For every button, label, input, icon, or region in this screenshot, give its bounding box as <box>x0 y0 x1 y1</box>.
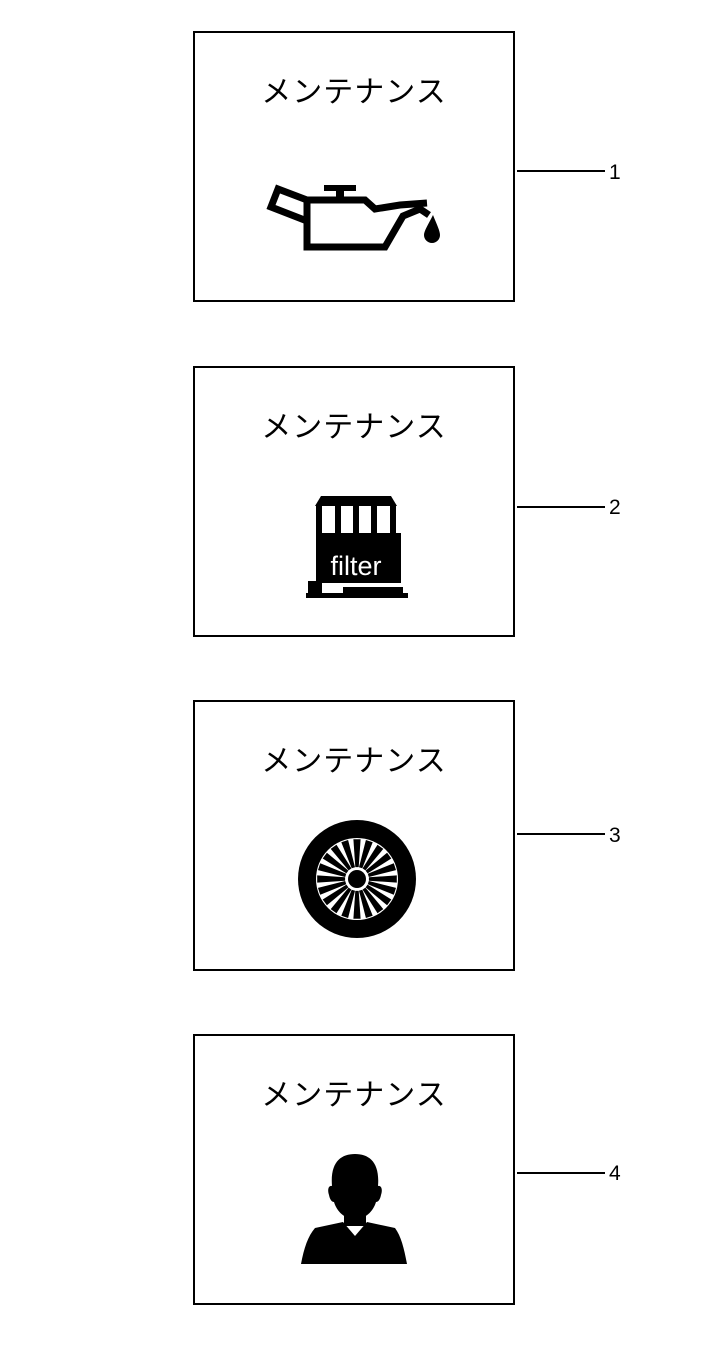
tire-spoke <box>330 844 352 871</box>
callout-number: 4 <box>609 1162 621 1185</box>
tire-spoke <box>330 887 352 914</box>
maintenance-panel-filter: メンテナンス filter <box>193 366 515 637</box>
tire-spoke <box>341 840 355 869</box>
oil-can-icon <box>266 184 440 251</box>
tire-spoke <box>359 840 373 869</box>
leader-line <box>517 833 605 835</box>
tire-spoke <box>353 890 361 919</box>
tire-spoke <box>341 889 355 918</box>
tire-spoke <box>317 875 346 883</box>
panel-title: メンテナンス <box>261 1078 447 1113</box>
tire-spoke <box>368 875 397 883</box>
leader-line <box>517 506 605 508</box>
tire-spoke <box>318 881 347 895</box>
tire-spoke <box>322 884 349 906</box>
filter-label: filter <box>330 551 381 581</box>
tire-icon <box>298 820 416 938</box>
panel-title: メンテナンス <box>261 75 447 110</box>
maintenance-panel-oil: メンテナンス <box>193 31 515 302</box>
maintenance-panel-person: メンテナンス <box>193 1034 515 1305</box>
callout-number: 3 <box>609 824 621 847</box>
tire-spoke <box>318 863 347 877</box>
filter-icon: filter <box>306 496 408 598</box>
person-icon <box>301 1154 407 1264</box>
panel-title: メンテナンス <box>261 744 447 779</box>
tire-spoke <box>362 887 384 914</box>
callout-number: 1 <box>609 161 621 184</box>
leader-line <box>517 170 605 172</box>
callout-number: 2 <box>609 496 621 519</box>
tire-spoke <box>365 852 392 874</box>
leader-line <box>517 1172 605 1174</box>
tire-spoke <box>362 844 384 871</box>
tire-spoke <box>367 881 396 895</box>
tire-spoke <box>353 839 361 868</box>
tire-spoke <box>365 884 392 906</box>
tire-spoke <box>367 863 396 877</box>
maintenance-panel-tire: メンテナンス <box>193 700 515 971</box>
tire-spoke <box>322 852 349 874</box>
panel-title: メンテナンス <box>261 410 447 445</box>
tire-spoke <box>359 889 373 918</box>
